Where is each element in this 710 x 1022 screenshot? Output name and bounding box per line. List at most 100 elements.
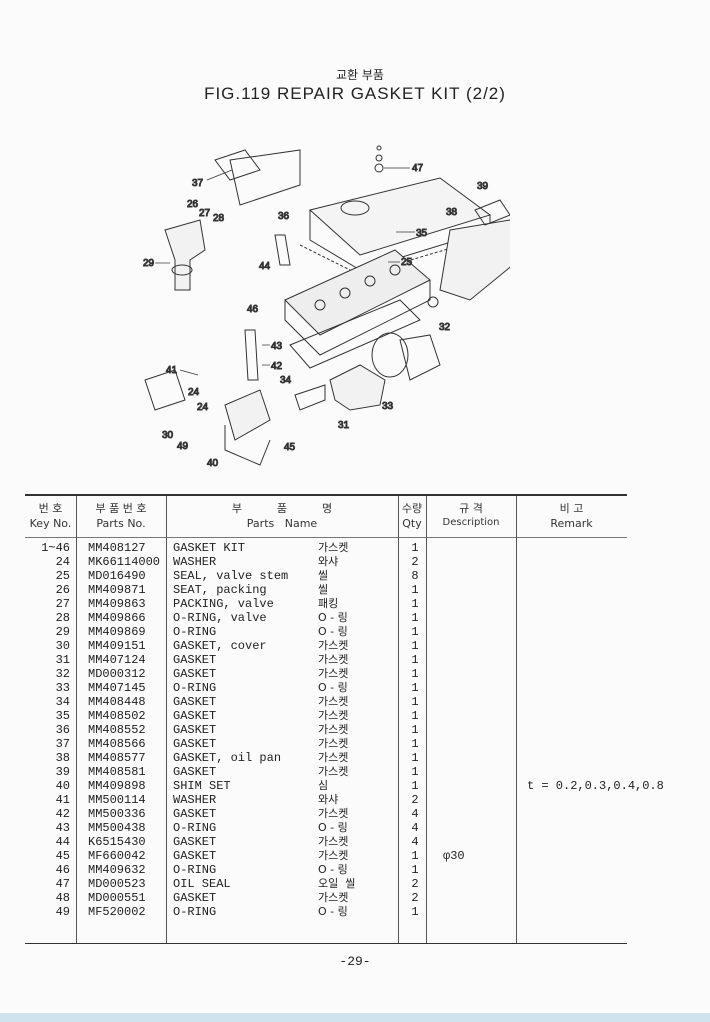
cell-part-no: MM408448: [88, 695, 146, 709]
cell-key: 34: [55, 695, 70, 709]
cell-name-kr: 가스켓: [318, 639, 349, 652]
cell-name: GASKET: [173, 723, 217, 737]
callout-28: 28: [213, 213, 225, 224]
cell-part-no: MD000523: [88, 877, 146, 891]
cell-name-kr: 오일 씰: [318, 877, 356, 890]
cell-part-no: MF660042: [88, 849, 146, 863]
cell-name-kr: 패킹: [318, 597, 339, 610]
cell-qty: 1: [411, 905, 419, 919]
cell-name-kr: O - 링: [318, 821, 348, 834]
cell-name: O-RING: [173, 905, 217, 919]
cell-part-no: MD000312: [88, 667, 146, 681]
cell-part-no: MM408552: [88, 723, 146, 737]
callout-40: 40: [207, 458, 219, 469]
cell-key: 32: [55, 667, 70, 681]
callout-32: 32: [439, 322, 451, 333]
cell-name: GASKET: [173, 695, 217, 709]
cell-part-no: MM407124: [88, 653, 146, 667]
callout-37: 37: [192, 178, 204, 189]
leader-lines: [155, 167, 415, 376]
callout-33: 33: [382, 401, 394, 412]
cell-name-kr: 씰: [318, 583, 329, 596]
figure-title: FIG.119 REPAIR GASKET KIT (2/2): [204, 84, 506, 103]
cell-key: 38: [55, 751, 70, 765]
cell-name: GASKET: [173, 709, 217, 723]
cell-key: 26: [55, 583, 70, 597]
cell-part-no: MF520002: [88, 905, 146, 919]
cell-part-no: MM407145: [88, 681, 146, 695]
cell-name-kr: O - 링: [318, 611, 348, 624]
header-key-kr: 번 호: [38, 502, 63, 515]
callout-36: 36: [278, 211, 290, 222]
cell-qty: 2: [411, 891, 419, 905]
cell-part-no: MM500114: [88, 793, 146, 807]
cell-name-kr: 가스켓: [318, 765, 349, 778]
cell-part-no: MM409863: [88, 597, 146, 611]
callout-39: 39: [477, 181, 489, 192]
cell-qty: 1: [411, 723, 419, 737]
cell-name-kr: 씰: [318, 569, 329, 582]
callout-49: 49: [177, 441, 189, 452]
cell-name: GASKET: [173, 891, 217, 905]
cell-name: GASKET KIT: [173, 541, 246, 555]
cell-name: SHIM SET: [173, 779, 231, 793]
cell-key: 35: [55, 709, 70, 723]
cell-qty: 2: [411, 555, 419, 569]
callout-42: 42: [271, 361, 283, 372]
injection-pump: [144, 234, 291, 466]
cell-qty: 1: [411, 751, 419, 765]
cell-key: 36: [55, 723, 70, 737]
cell-name: SEAL, valve stem: [173, 569, 289, 583]
callout-29: 29: [143, 258, 155, 269]
cell-key: 28: [55, 611, 70, 625]
cell-name-kr: 가스켓: [318, 653, 349, 666]
header-desc-en: Description: [442, 517, 500, 528]
cell-name: O-RING, valve: [173, 611, 267, 625]
callout-26: 26: [187, 199, 199, 210]
callout-47: 47: [412, 163, 424, 174]
cell-key: 45: [55, 849, 70, 863]
cell-key: 31: [55, 653, 70, 667]
cell-qty: 1: [411, 625, 419, 639]
callout-38: 38: [446, 207, 458, 218]
cell-name: WASHER: [173, 793, 217, 807]
callout-25: 25: [401, 257, 413, 268]
cell-qty: 1: [411, 541, 419, 555]
callout-34: 34: [280, 375, 292, 386]
cell-name-kr: 와샤: [318, 555, 339, 568]
cell-qty: 1: [411, 737, 419, 751]
cell-name-kr: 가스켓: [318, 849, 349, 862]
header-name-en: Parts Name: [246, 517, 318, 530]
cell-name-kr: O - 링: [318, 905, 348, 918]
cell-name-kr: 와샤: [318, 793, 339, 806]
callout-31: 31: [338, 420, 350, 431]
cell-qty: 1: [411, 695, 419, 709]
cell-qty: 1: [411, 863, 419, 877]
cell-qty: 1: [411, 611, 419, 625]
cell-name: WASHER: [173, 555, 217, 569]
cell-qty: 1: [411, 681, 419, 695]
cell-part-no: MM409871: [88, 583, 146, 597]
cell-key: 25: [55, 569, 70, 583]
cell-name: O-RING: [173, 625, 217, 639]
cell-qty: 1: [411, 597, 419, 611]
cell-name-kr: O - 링: [318, 625, 348, 638]
cell-part-no: MM408127: [88, 541, 146, 555]
cell-part-no: MM408577: [88, 751, 146, 765]
cell-key: 46: [55, 863, 70, 877]
col-divider: [398, 496, 399, 943]
cell-key: 33: [55, 681, 70, 695]
cell-part-no: MD000551: [88, 891, 146, 905]
